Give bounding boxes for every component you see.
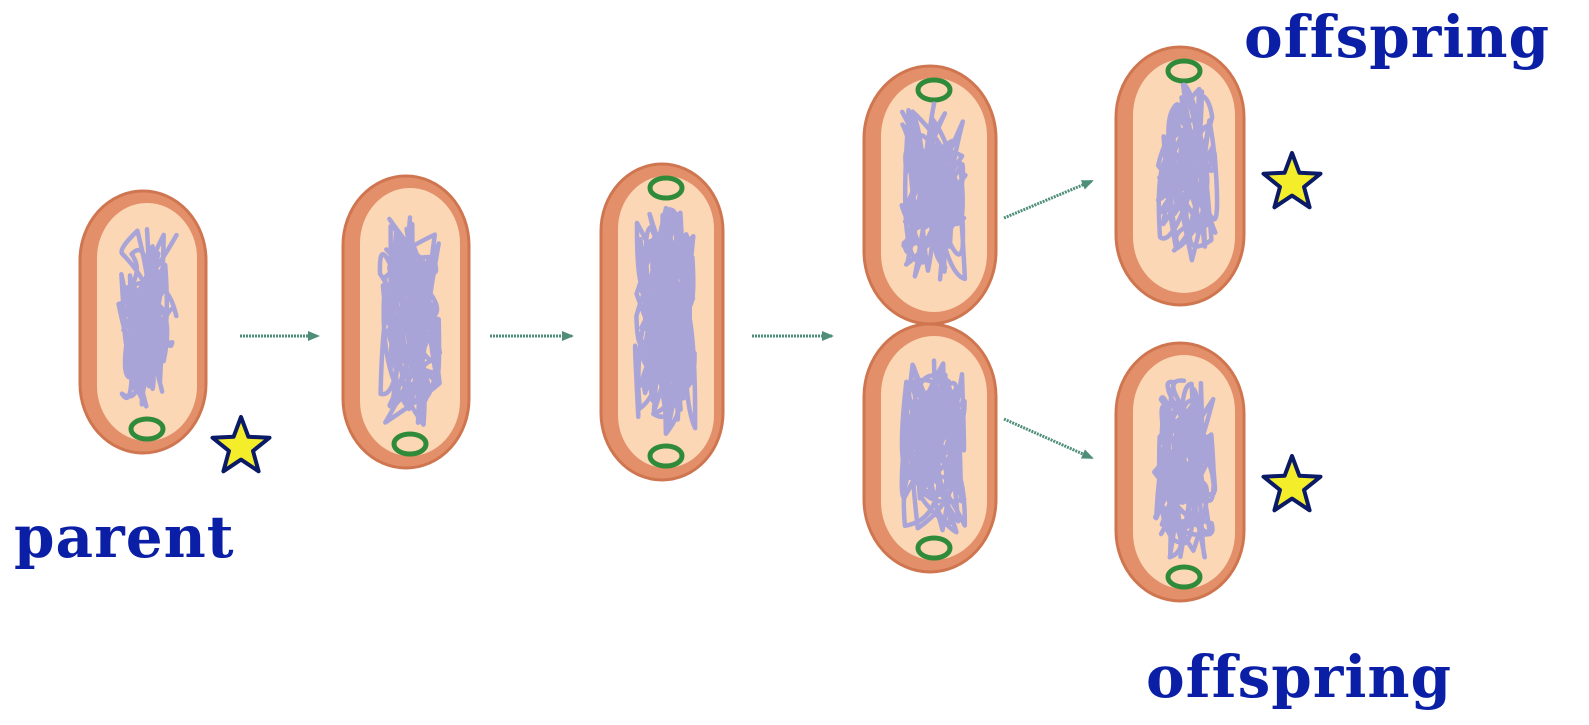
- dividing-cell-bottom: [864, 324, 996, 572]
- dna-strand: [380, 218, 440, 425]
- arrow-right-icon: [1004, 181, 1092, 218]
- star-icon: [1264, 153, 1321, 207]
- offspring-cell-bottom: [1116, 343, 1244, 601]
- dividing-cell-top: [864, 66, 996, 324]
- star-icon: [1264, 456, 1321, 510]
- dna-strand: [1154, 380, 1215, 557]
- star-icon: [213, 417, 270, 471]
- arrow-right-icon: [1004, 419, 1092, 458]
- offspring-top-label: offspring: [1244, 8, 1550, 66]
- parent-cell: [80, 191, 206, 453]
- replicated-cell: [601, 164, 723, 480]
- offspring-bottom-label: offspring: [1146, 648, 1452, 706]
- offspring-cell-top: [1116, 47, 1244, 305]
- elongating-cell: [343, 176, 469, 468]
- parent-label: parent: [14, 508, 235, 566]
